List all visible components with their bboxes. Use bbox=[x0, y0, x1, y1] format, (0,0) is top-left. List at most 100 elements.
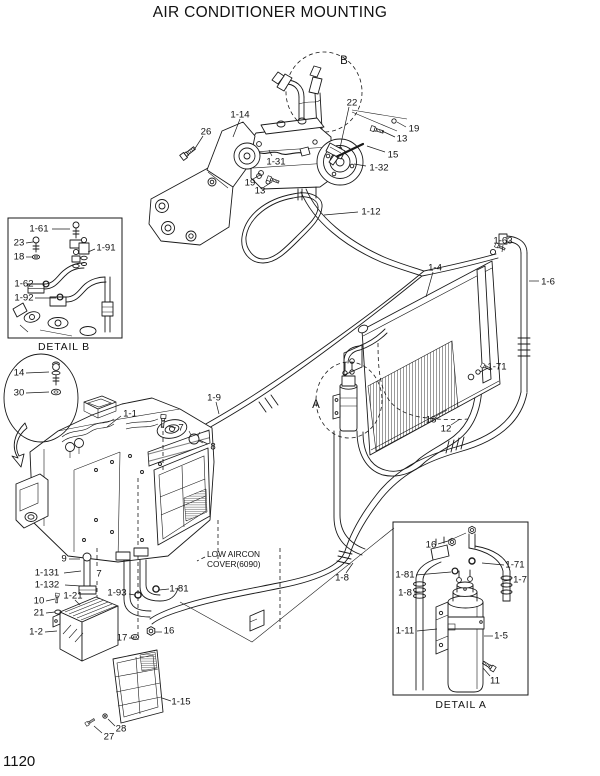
part-callout: 1-62 bbox=[14, 279, 33, 290]
part-callout: A bbox=[312, 399, 320, 411]
nut-icon bbox=[146, 626, 156, 636]
part-callout: 1-7 bbox=[513, 575, 527, 586]
part-callout: 9 bbox=[61, 554, 66, 565]
leader-line bbox=[45, 611, 56, 614]
bolt-icon bbox=[369, 125, 385, 135]
part-callout: 1-2 bbox=[29, 627, 43, 638]
duct-drawing bbox=[15, 473, 49, 529]
part-callout: 21 bbox=[34, 608, 45, 619]
fastener-balloon-drawing bbox=[3, 353, 79, 443]
o-ring-icon bbox=[451, 567, 459, 575]
part-callout: 8 bbox=[210, 442, 215, 453]
leader-line bbox=[416, 628, 438, 632]
part-callout: 7 bbox=[178, 423, 183, 434]
o-ring-icon bbox=[42, 280, 50, 288]
leader-line bbox=[437, 540, 449, 545]
hose-clamp-icon bbox=[188, 433, 200, 445]
bolt-icon bbox=[179, 144, 197, 161]
leader-line bbox=[323, 211, 359, 216]
part-callout: 16 bbox=[164, 626, 175, 637]
leader-line bbox=[252, 174, 261, 180]
part-callout: 17 bbox=[117, 633, 128, 644]
part-callout: 18 bbox=[426, 415, 437, 426]
leader-line bbox=[215, 401, 220, 415]
condenser-drawing bbox=[343, 260, 501, 456]
part-callout: 1-11 bbox=[396, 626, 415, 637]
leader-line bbox=[74, 599, 81, 606]
leader-line bbox=[396, 121, 407, 128]
part-callout: 1-15 bbox=[171, 697, 190, 708]
controller-drawing bbox=[52, 592, 119, 662]
detail-balloon-a bbox=[315, 361, 383, 439]
part-callout: 1-14 bbox=[230, 110, 250, 121]
leader-line bbox=[93, 725, 103, 734]
leader-line bbox=[268, 149, 273, 157]
part-callouts: BA1-1426221913151-321-3119131-121-631-41… bbox=[14, 55, 555, 743]
part-callout: 1-63 bbox=[493, 236, 512, 247]
part-callout: 19 bbox=[409, 124, 420, 135]
part-callout: 15 bbox=[388, 150, 399, 161]
part-callout: 19 bbox=[245, 178, 256, 189]
leader-line bbox=[25, 391, 50, 394]
detail-b-caption: DETAIL B bbox=[38, 341, 90, 353]
leader-line bbox=[381, 130, 396, 138]
leader-line bbox=[450, 418, 461, 426]
detail-a-box bbox=[392, 521, 529, 696]
airflow-arrow bbox=[11, 422, 28, 468]
part-callout: 1-32 bbox=[369, 163, 388, 174]
part-callout: 1-132 bbox=[35, 580, 60, 591]
leader-line bbox=[425, 271, 434, 298]
part-callout: 28 bbox=[116, 724, 127, 735]
condenser-pipe-drawing bbox=[467, 233, 531, 393]
leader-line bbox=[435, 409, 448, 417]
page-number: 1120 bbox=[3, 753, 35, 770]
leader-line bbox=[107, 718, 116, 727]
part-callout: 22 bbox=[347, 98, 358, 109]
part-callout: 1-81 bbox=[169, 584, 188, 595]
leader-line bbox=[413, 591, 421, 594]
part-callout: 18 bbox=[14, 252, 25, 263]
bolt-icon bbox=[84, 717, 96, 727]
leader-line bbox=[479, 367, 489, 373]
leader-line bbox=[263, 181, 273, 188]
o-ring-icon bbox=[468, 557, 476, 565]
leader-line bbox=[415, 571, 452, 576]
leader-line bbox=[198, 439, 209, 445]
detail-pointer-lines bbox=[179, 527, 395, 643]
part-callout: 1-5 bbox=[494, 631, 508, 642]
part-callout: 13 bbox=[255, 186, 266, 197]
leader-line bbox=[232, 118, 241, 138]
part-callout: 30 bbox=[14, 388, 25, 399]
leader-line bbox=[481, 562, 505, 566]
part-callout: 1-81 bbox=[395, 570, 414, 581]
receiver-drier-balloon-drawing bbox=[315, 328, 388, 439]
part-callout: 1-92 bbox=[14, 293, 33, 304]
part-callout: 1-71 bbox=[505, 560, 524, 571]
leader-line bbox=[345, 562, 354, 574]
page-title: AIR CONDITIONER MOUNTING bbox=[153, 4, 388, 21]
low-aircon-cover bbox=[153, 447, 211, 546]
louver-vents bbox=[147, 429, 211, 467]
cover-note-line1: LOW AIRCON bbox=[207, 549, 260, 559]
hvac-unit-drawing bbox=[11, 395, 281, 640]
o-ring-icon bbox=[152, 585, 160, 593]
part-callout: 1-93 bbox=[107, 588, 126, 599]
part-callout: 26 bbox=[201, 127, 212, 138]
leader-line bbox=[64, 584, 82, 587]
leader-line bbox=[25, 371, 50, 374]
leader-line bbox=[45, 598, 56, 602]
leader-line bbox=[501, 244, 504, 253]
cover-note-line2: COVER(6090) bbox=[207, 559, 261, 569]
part-callout: 1-12 bbox=[361, 207, 380, 218]
leader-line bbox=[353, 163, 367, 167]
detail-a-caption: DETAIL A bbox=[435, 699, 486, 711]
filter-drawing bbox=[84, 649, 164, 727]
leader-line bbox=[63, 570, 82, 574]
part-callout: 14 bbox=[14, 368, 25, 379]
leader-line bbox=[193, 135, 204, 151]
nut-icon bbox=[468, 525, 476, 535]
leader-line bbox=[339, 106, 350, 149]
leader-line bbox=[482, 667, 491, 677]
part-callout: 1-31 bbox=[266, 157, 285, 168]
